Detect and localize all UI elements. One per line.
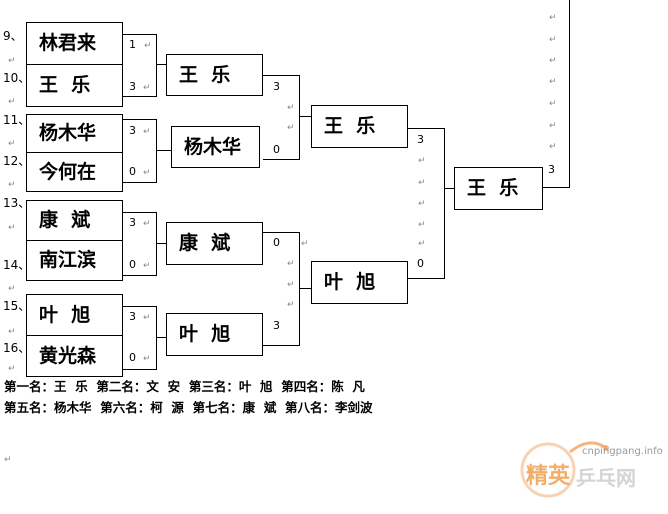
paragraph-mark: ↵ xyxy=(143,219,151,229)
paragraph-mark: ↵ xyxy=(4,455,12,465)
watermark-brand-right: 乒乓网 xyxy=(576,466,636,490)
score-r1-1: 1 xyxy=(129,38,136,51)
paragraph-mark: ↵ xyxy=(549,77,557,87)
seed-16: 16、 xyxy=(3,341,31,355)
match-r2-1-connector xyxy=(263,75,300,160)
connector-r1-1 xyxy=(156,64,166,65)
paragraph-mark: ↵ xyxy=(418,239,426,249)
player-box-r2-2: 杨木华 xyxy=(171,126,260,168)
player-box-r1-2: 王 乐 xyxy=(26,64,123,107)
watermark-brand-left: 精英 xyxy=(526,464,571,489)
paragraph-mark: ↵ xyxy=(8,284,16,294)
match-r1-1-connector xyxy=(123,34,157,97)
paragraph-mark: ↵ xyxy=(8,139,16,149)
paragraph-mark: ↵ xyxy=(8,180,16,190)
paragraph-mark: ↵ xyxy=(8,56,16,66)
watermark-logo: cnpingpang.info 精英 乒乓网 xyxy=(510,430,666,510)
match-r1-2-connector xyxy=(123,119,157,183)
score-r1-5: 3 xyxy=(129,216,136,229)
champion-box: 王 乐 xyxy=(454,167,543,210)
player-box-r1-7: 叶 旭 xyxy=(26,294,123,336)
player-box-r3-2: 叶 旭 xyxy=(311,261,408,304)
paragraph-mark: ↵ xyxy=(418,156,426,166)
score-r1-6: 0 xyxy=(129,258,136,271)
paragraph-mark: ↵ xyxy=(287,123,295,133)
seed-13: 13、 xyxy=(3,196,31,210)
paragraph-mark: ↵ xyxy=(549,56,557,66)
paragraph-mark: ↵ xyxy=(8,223,16,233)
player-box-r1-5: 康 斌 xyxy=(26,200,123,241)
paragraph-mark: ↵ xyxy=(418,178,426,188)
paragraph-mark: ↵ xyxy=(287,259,295,269)
connector-r3 xyxy=(444,188,454,189)
player-box-r1-3: 杨木华 xyxy=(26,114,123,153)
paragraph-mark: ↵ xyxy=(143,83,151,93)
player-box-r1-1: 林君来 xyxy=(26,22,123,65)
match-r2-2-connector xyxy=(263,232,300,346)
score-r2-3: 0 xyxy=(273,236,280,249)
paragraph-mark: ↵ xyxy=(287,103,295,113)
ranking-line-1: 第一名：王 乐 第二名：文 安 第三名：叶 旭 第四名：陈 凡 xyxy=(4,379,365,394)
score-r2-4: 3 xyxy=(273,319,280,332)
seed-15: 15、 xyxy=(3,299,31,313)
match-r1-4-connector xyxy=(123,306,157,370)
score-r3-2: 0 xyxy=(417,257,424,270)
score-r2-1: 3 xyxy=(273,80,280,93)
seed-9: 9、 xyxy=(3,29,23,43)
player-box-r1-8: 黄光森 xyxy=(26,335,123,377)
paragraph-mark: ↵ xyxy=(549,121,557,131)
paragraph-mark: ↵ xyxy=(418,220,426,230)
seed-11: 11、 xyxy=(3,113,31,127)
player-box-r3-1: 王 乐 xyxy=(311,105,408,148)
connector-r2-1 xyxy=(299,116,311,117)
match-r1-3-connector xyxy=(123,212,157,276)
paragraph-mark: ↵ xyxy=(8,97,16,107)
paragraph-mark: ↵ xyxy=(143,127,151,137)
score-r1-7: 3 xyxy=(129,310,136,323)
score-r1-8: 0 xyxy=(129,351,136,364)
paragraph-mark: ↵ xyxy=(143,168,151,178)
seed-14: 14、 xyxy=(3,258,31,272)
paragraph-mark: ↵ xyxy=(143,313,151,323)
score-r1-4: 0 xyxy=(129,165,136,178)
score-r1-2: 3 xyxy=(129,80,136,93)
paragraph-mark: ↵ xyxy=(287,300,295,310)
score-final: 3 xyxy=(548,163,555,176)
paragraph-mark: ↵ xyxy=(549,142,557,152)
paragraph-mark: ↵ xyxy=(301,239,309,249)
match-r3-connector xyxy=(408,128,445,279)
connector-r1-2 xyxy=(156,150,171,151)
paragraph-mark: ↵ xyxy=(143,354,151,364)
paragraph-mark: ↵ xyxy=(549,35,557,45)
paragraph-mark: ↵ xyxy=(8,364,16,374)
paragraph-mark: ↵ xyxy=(8,327,16,337)
connector-r1-3 xyxy=(156,243,166,244)
score-r1-3: 3 xyxy=(129,124,136,137)
score-r3-1: 3 xyxy=(417,133,424,146)
score-r2-2: 0 xyxy=(273,143,280,156)
paragraph-mark: ↵ xyxy=(143,261,151,271)
watermark-site: cnpingpang.info xyxy=(582,446,663,457)
player-box-r2-4: 叶 旭 xyxy=(166,313,263,356)
player-box-r1-4: 今何在 xyxy=(26,152,123,192)
paragraph-mark: ↵ xyxy=(287,280,295,290)
paragraph-mark: ↵ xyxy=(549,99,557,109)
player-box-r1-6: 南江滨 xyxy=(26,240,123,281)
pingpong-logo-icon xyxy=(520,441,609,498)
final-connector xyxy=(543,0,570,188)
seed-10: 10、 xyxy=(3,71,31,85)
connector-r2-2 xyxy=(299,288,311,289)
paragraph-mark: ↵ xyxy=(418,199,426,209)
player-box-r2-1: 王 乐 xyxy=(166,54,263,96)
player-box-r2-3: 康 斌 xyxy=(166,222,263,265)
paragraph-mark: ↵ xyxy=(549,13,557,23)
paragraph-mark: ↵ xyxy=(144,41,152,51)
connector-r1-4 xyxy=(156,337,166,338)
seed-12: 12、 xyxy=(3,154,31,168)
ranking-line-2: 第五名：杨木华 第六名：柯 源 第七名：康 斌 第八名：李剑波 xyxy=(4,400,373,415)
